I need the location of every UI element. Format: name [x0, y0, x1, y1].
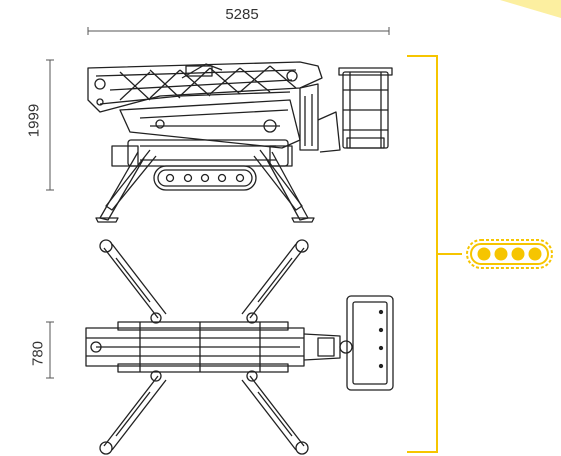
top-view [85, 239, 394, 455]
track-width-dimension-line [46, 321, 54, 379]
crawler-track-icon [466, 239, 553, 269]
height-dimension-line [46, 59, 54, 191]
side-view [87, 61, 393, 223]
yellow-bracket [407, 55, 462, 453]
track-width-label: 780 [29, 340, 47, 367]
stowed-height-label: 1999 [25, 103, 43, 138]
length-dimension-line [87, 27, 390, 35]
corner-accent [500, 0, 561, 18]
overall-length-label: 5285 [225, 6, 259, 23]
